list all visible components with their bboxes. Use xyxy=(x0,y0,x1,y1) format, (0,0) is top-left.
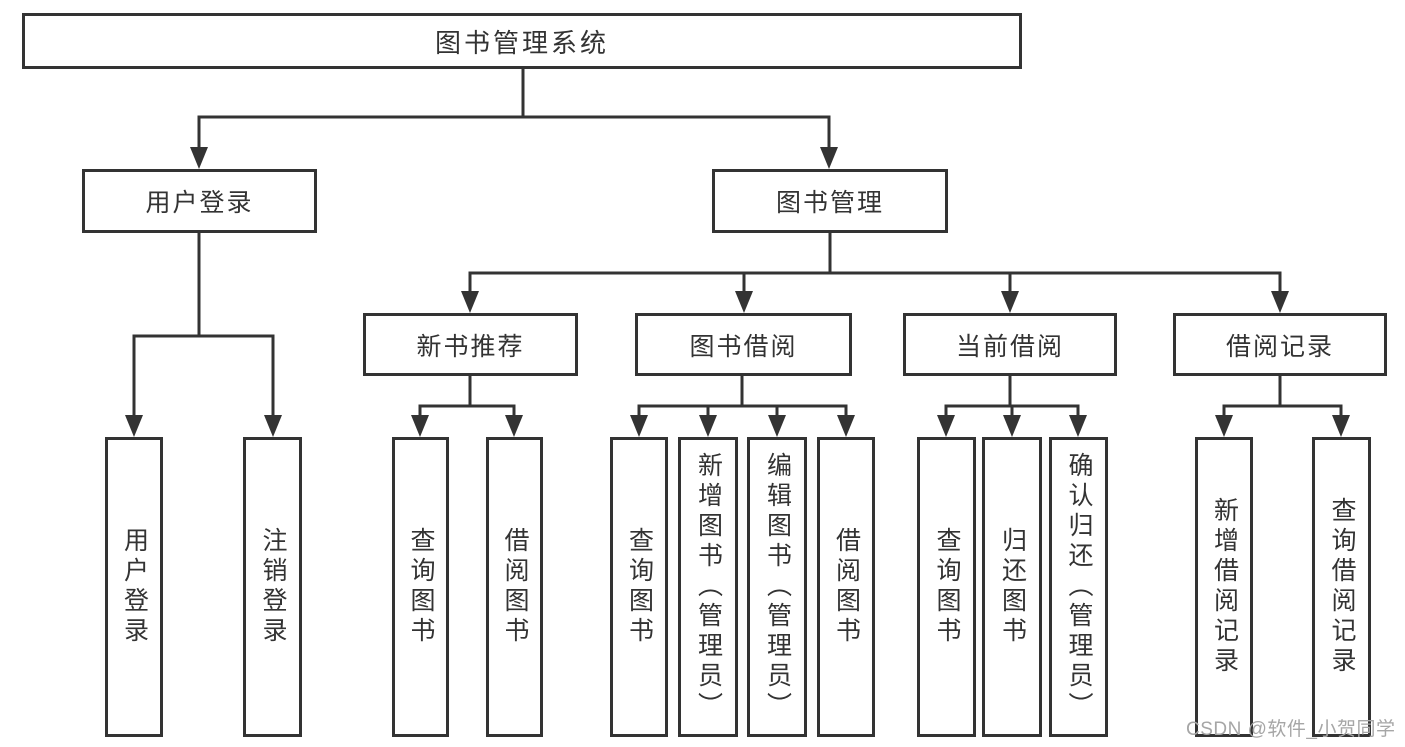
leaf-borrowing-edit-books: 编辑图书（管理员） xyxy=(747,437,807,737)
leaf-current-return-books: 归还图书 xyxy=(982,437,1042,737)
node-user-login: 用户登录 xyxy=(82,169,317,233)
node-book-management: 图书管理 xyxy=(712,169,948,233)
leaf-current-confirm-return: 确认归还（管理员） xyxy=(1049,437,1108,737)
node-book-borrowing: 图书借阅 xyxy=(635,313,852,376)
leaf-records-query-record: 查询借阅记录 xyxy=(1312,437,1371,737)
leaf-borrowing-query-books-label: 查询图书 xyxy=(625,527,654,647)
node-current-borrowing: 当前借阅 xyxy=(903,313,1117,376)
leaf-recommend-borrow-books-label: 借阅图书 xyxy=(501,527,529,647)
leaf-borrowing-edit-books-label: 编辑图书（管理员） xyxy=(763,452,792,722)
node-new-book-recommend: 新书推荐 xyxy=(363,313,578,376)
leaf-borrowing-add-books: 新增图书（管理员） xyxy=(678,437,738,737)
leaf-user-login: 用户登录 xyxy=(105,437,163,737)
leaf-current-confirm-return-label: 确认归还（管理员） xyxy=(1065,452,1093,722)
leaf-borrowing-borrow-books-label: 借阅图书 xyxy=(832,527,861,647)
node-borrowing-records: 借阅记录 xyxy=(1173,313,1387,376)
leaf-current-return-books-label: 归还图书 xyxy=(998,527,1027,647)
leaf-records-add-record-label: 新增借阅记录 xyxy=(1210,497,1239,677)
leaf-user-login-label: 用户登录 xyxy=(120,527,149,647)
leaf-logout-label: 注销登录 xyxy=(259,527,287,647)
leaf-recommend-borrow-books: 借阅图书 xyxy=(486,437,543,737)
leaf-current-query-books: 查询图书 xyxy=(917,437,976,737)
leaf-borrowing-borrow-books: 借阅图书 xyxy=(817,437,875,737)
leaf-records-add-record: 新增借阅记录 xyxy=(1195,437,1253,737)
csdn-watermark: CSDN @软件_小贺同学 xyxy=(1186,719,1396,740)
leaf-borrowing-add-books-label: 新增图书（管理员） xyxy=(694,452,723,722)
leaf-recommend-query-books-label: 查询图书 xyxy=(407,527,435,647)
leaf-current-query-books-label: 查询图书 xyxy=(933,527,961,647)
leaf-recommend-query-books: 查询图书 xyxy=(392,437,449,737)
leaf-logout: 注销登录 xyxy=(243,437,302,737)
leaf-borrowing-query-books: 查询图书 xyxy=(610,437,668,737)
node-root: 图书管理系统 xyxy=(22,13,1022,69)
leaf-records-query-record-label: 查询借阅记录 xyxy=(1328,497,1356,677)
